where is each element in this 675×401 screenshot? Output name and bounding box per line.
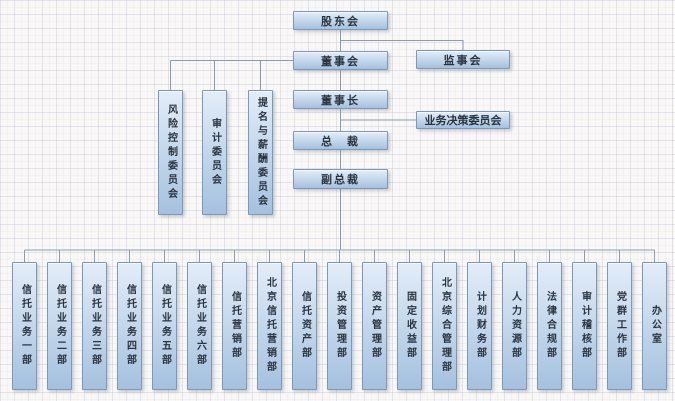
node-vice-president: 副总裁 bbox=[293, 169, 388, 189]
node-label: 信托业务五部 bbox=[159, 284, 171, 368]
node-president: 总 裁 bbox=[293, 131, 388, 150]
node-shareholders-meeting: 股东会 bbox=[293, 11, 388, 30]
node-label: 总 裁 bbox=[321, 135, 360, 148]
node-label: 风险控制委员会 bbox=[165, 103, 177, 202]
node-label: 董事会 bbox=[321, 55, 360, 68]
node-department: 信托业务四部 bbox=[117, 262, 142, 390]
node-label: 信托业务四部 bbox=[124, 284, 136, 368]
node-risk-control-committee: 风险控制委员会 bbox=[158, 90, 183, 215]
node-department: 信托业务六部 bbox=[187, 262, 212, 390]
node-supervisory-board: 监事会 bbox=[416, 50, 510, 69]
node-department: 信托业务一部 bbox=[12, 262, 37, 390]
node-department: 资产管理部 bbox=[362, 262, 387, 390]
node-label: 党群工作部 bbox=[614, 291, 626, 361]
node-label: 固定收益部 bbox=[404, 291, 416, 361]
node-label: 监事会 bbox=[443, 54, 483, 67]
node-department: 信托业务三部 bbox=[82, 262, 107, 390]
node-department: 办公室 bbox=[642, 262, 667, 390]
node-department: 信托业务二部 bbox=[47, 262, 72, 390]
node-nomination-remuneration-committee: 提名与薪酬委员会 bbox=[248, 90, 273, 215]
node-label: 信托业务一部 bbox=[19, 284, 31, 368]
node-department: 信托业务五部 bbox=[152, 262, 177, 390]
node-label: 审计委员会 bbox=[209, 117, 221, 188]
node-department: 信托资产部 bbox=[292, 262, 317, 390]
node-department: 投资管理部 bbox=[327, 262, 352, 390]
node-audit-committee: 审计委员会 bbox=[202, 90, 227, 215]
node-chairman: 董事长 bbox=[293, 90, 388, 109]
node-department: 审计稽核部 bbox=[572, 262, 597, 390]
node-label: 投资管理部 bbox=[334, 291, 346, 361]
node-department: 党群工作部 bbox=[607, 262, 632, 390]
node-label: 计划财务部 bbox=[474, 291, 486, 361]
node-label: 信托业务六部 bbox=[194, 284, 206, 368]
node-label: 信托资产部 bbox=[299, 291, 311, 361]
node-label: 北京综合管理部 bbox=[439, 277, 451, 375]
node-label: 副总裁 bbox=[321, 174, 360, 186]
node-label: 信托业务二部 bbox=[54, 284, 66, 368]
node-department: 固定收益部 bbox=[397, 262, 422, 390]
node-label: 资产管理部 bbox=[369, 291, 381, 361]
node-label: 人力资源部 bbox=[509, 291, 521, 361]
node-department: 北京信托营销部 bbox=[257, 262, 282, 390]
node-label: 北京信托营销部 bbox=[264, 277, 276, 375]
node-department: 信托营销部 bbox=[222, 262, 247, 390]
node-business-decision-committee: 业务决策委员会 bbox=[416, 111, 510, 129]
node-label: 股东会 bbox=[321, 15, 360, 28]
node-label: 董事长 bbox=[321, 94, 360, 107]
node-department: 计划财务部 bbox=[467, 262, 492, 390]
node-label: 提名与薪酬委员会 bbox=[255, 96, 267, 209]
node-label: 审计稽核部 bbox=[579, 291, 591, 361]
node-label: 信托业务三部 bbox=[89, 284, 101, 368]
node-label: 业务决策委员会 bbox=[424, 115, 502, 127]
node-department: 北京综合管理部 bbox=[432, 262, 457, 390]
node-department: 法律合规部 bbox=[537, 262, 562, 390]
node-department: 人力资源部 bbox=[502, 262, 527, 390]
node-label: 法律合规部 bbox=[544, 291, 556, 361]
node-label: 信托营销部 bbox=[229, 291, 241, 361]
node-board-of-directors: 董事会 bbox=[293, 51, 388, 70]
node-label: 办公室 bbox=[649, 305, 661, 347]
